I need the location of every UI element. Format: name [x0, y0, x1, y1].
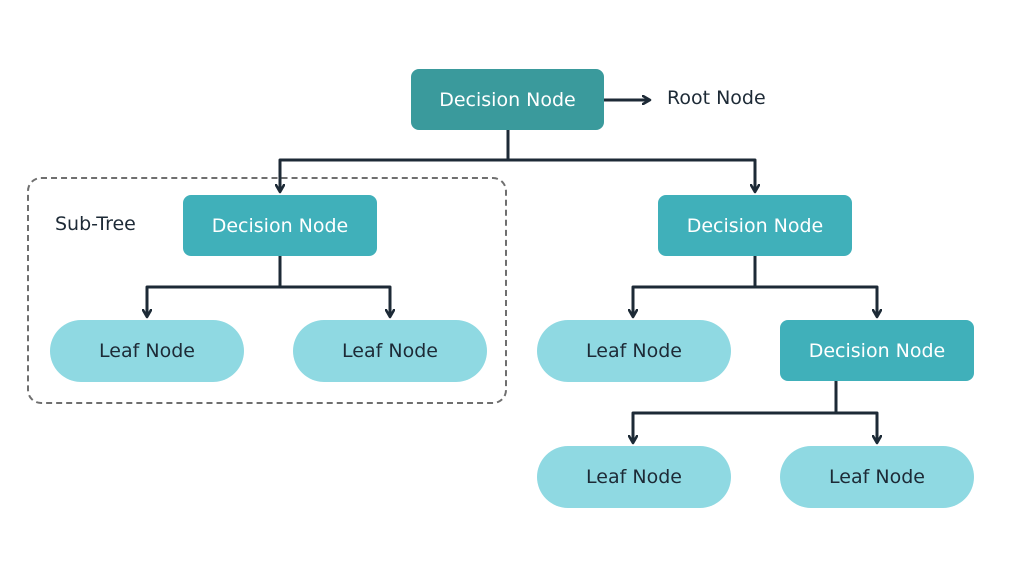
connector-left-to-leaf-2 — [280, 285, 390, 317]
connector-root-to-right — [508, 158, 755, 192]
root-decision-node: Decision Node — [411, 69, 604, 130]
leaf-node-4: Leaf Node — [537, 446, 731, 508]
subtree-boundary — [27, 177, 507, 404]
leaf-node-3: Leaf Node — [537, 320, 731, 382]
root-node-label: Root Node — [667, 87, 766, 109]
connector-rr-to-leaf-5 — [836, 411, 877, 443]
leaf-node-5: Leaf Node — [780, 446, 974, 508]
connector-rr-to-leaf-4 — [633, 381, 838, 443]
connector-root-to-left — [280, 130, 510, 192]
right-decision-node: Decision Node — [658, 195, 852, 256]
connector-right-to-leaf-3 — [633, 256, 757, 317]
right-right-decision-node: Decision Node — [780, 320, 974, 381]
connector-right-to-decision — [755, 285, 877, 317]
subtree-label: Sub-Tree — [55, 213, 136, 235]
connector-left-to-leaf-1 — [147, 256, 282, 317]
leaf-node-1: Leaf Node — [50, 320, 244, 382]
leaf-node-2: Leaf Node — [293, 320, 487, 382]
left-decision-node: Decision Node — [183, 195, 377, 256]
